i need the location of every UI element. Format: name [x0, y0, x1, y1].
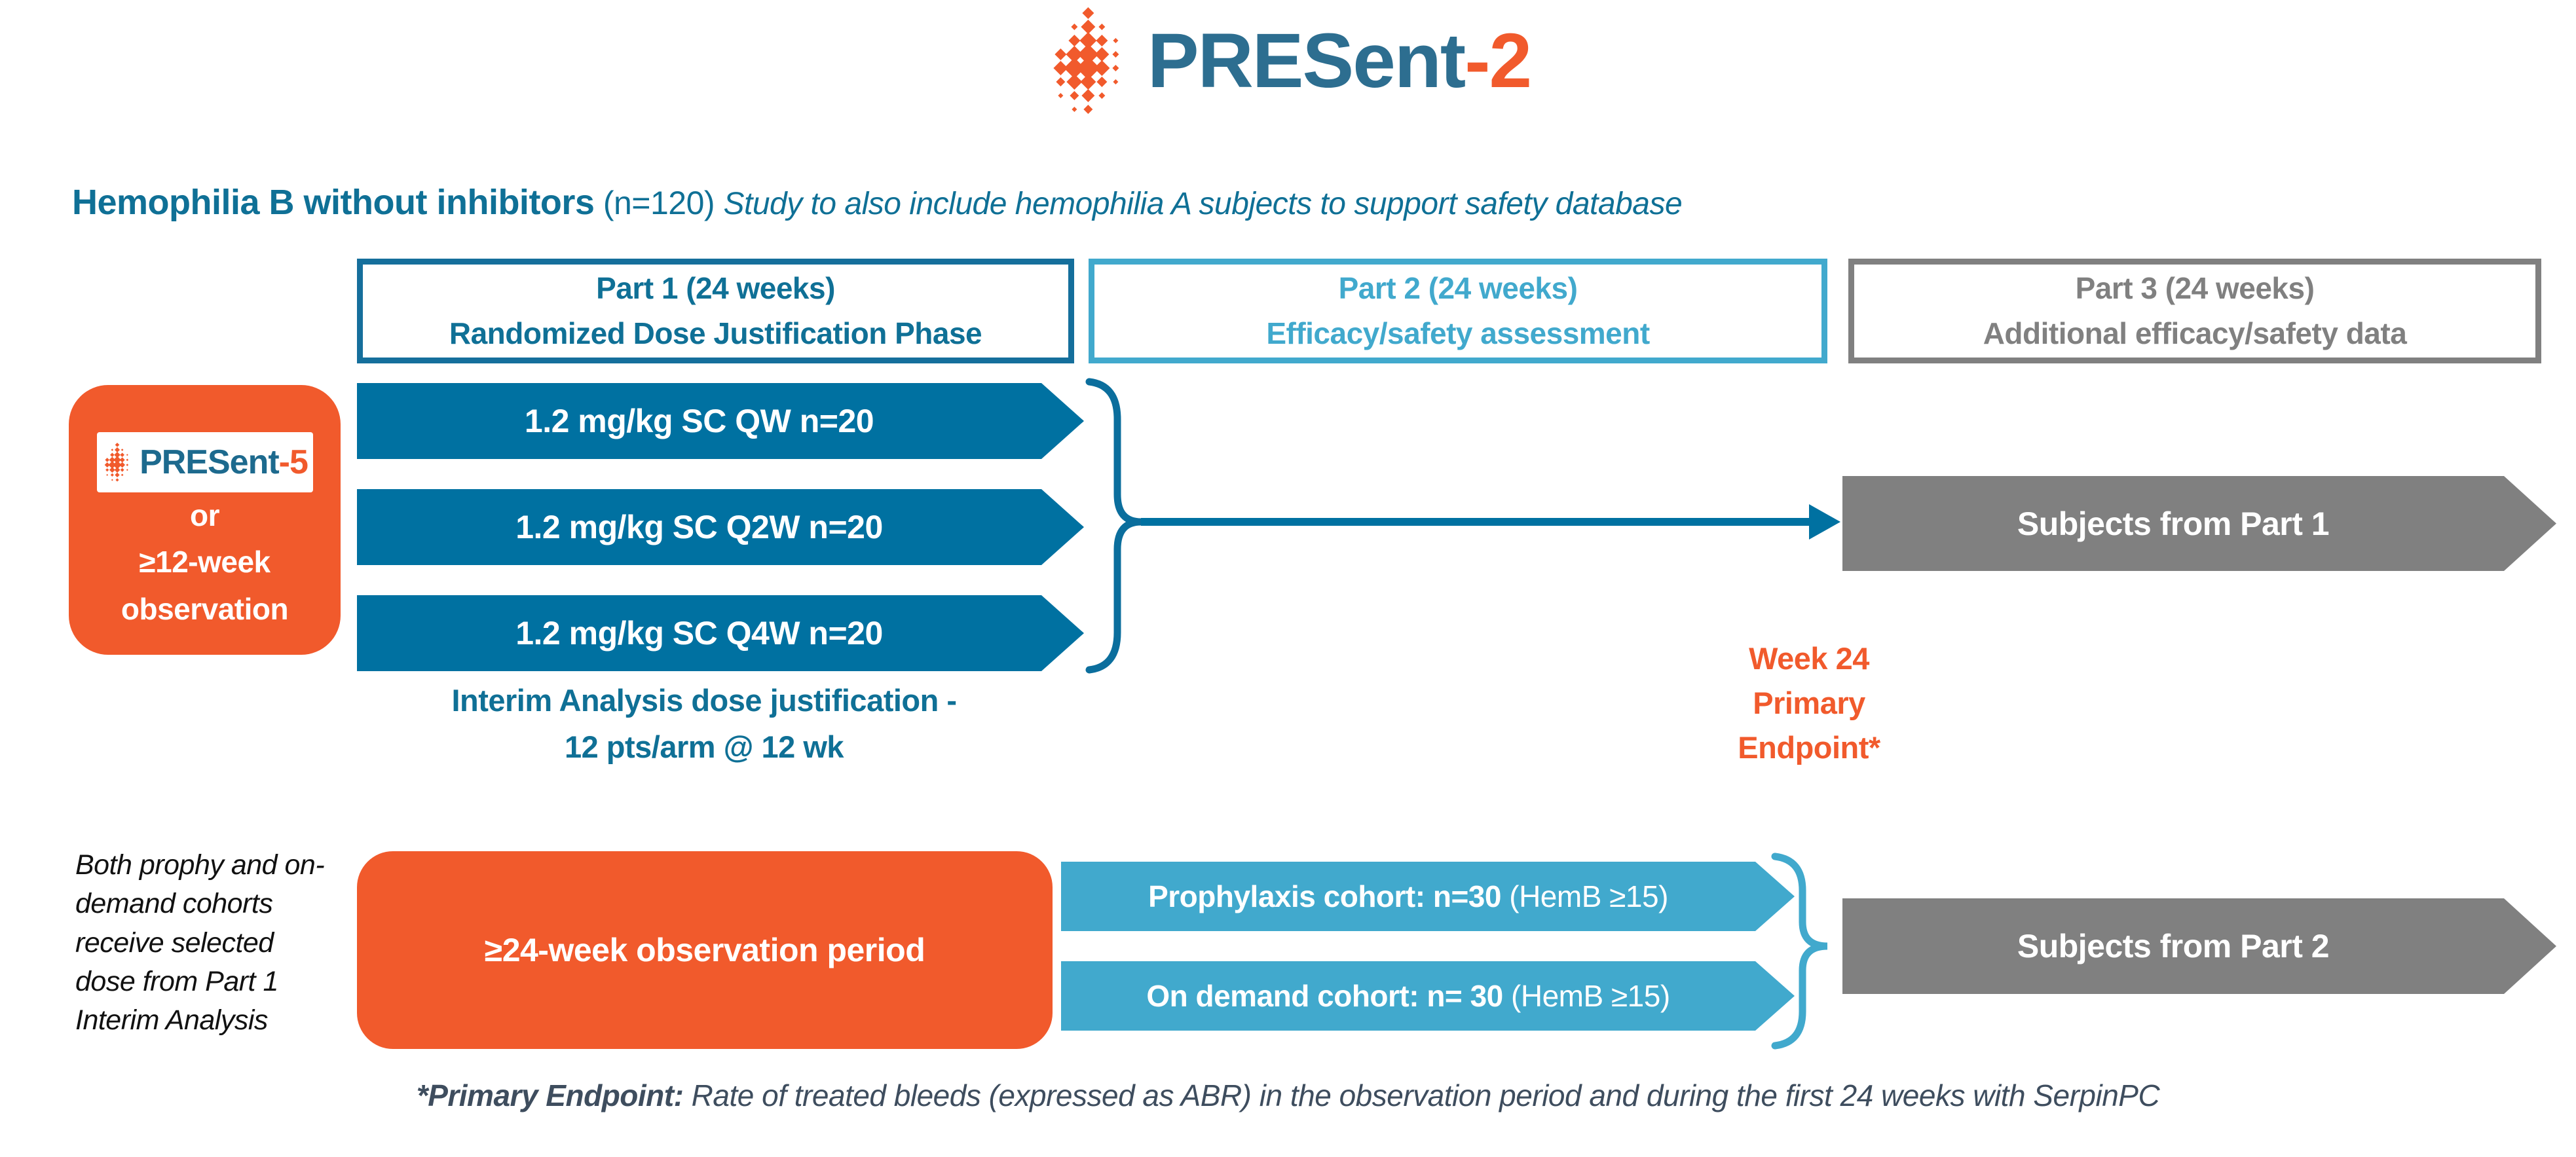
dose-arm-q2w-arrow: 1.2 mg/kg SC Q2W n=20	[357, 489, 1084, 565]
title-note: Study to also include hemophilia A subje…	[723, 187, 1683, 221]
cohort-dose-note-line: dose from Part 1	[75, 965, 278, 997]
prophylaxis-cohort-label: Prophylaxis cohort: n=30	[1148, 879, 1501, 913]
present5-logo: PRESent-5	[96, 432, 313, 492]
part3-subtitle: Additional efficacy/safety data	[1983, 316, 2407, 350]
week24-endpoint-note: Week 24 Primary Endpoint*	[1678, 636, 1940, 770]
on-demand-cohort-paren: (HemB ≥15)	[1503, 979, 1670, 1013]
cohort-dose-note: Both prophy and on- demand cohorts recei…	[75, 846, 364, 1040]
entry-line2: ≥12-week	[139, 545, 271, 579]
subjects-from-part1-arrow: Subjects from Part 1	[1842, 476, 2556, 571]
logo-suffix: -2	[1465, 18, 1532, 104]
subjects-from-part1-label: Subjects from Part 1	[2017, 505, 2330, 542]
subjects-from-part2-arrow: Subjects from Part 2	[1842, 898, 2556, 994]
prophylaxis-cohort-paren: (HemB ≥15)	[1501, 879, 1668, 913]
dose-arm-q4w-label: 1.2 mg/kg SC Q4W n=20	[515, 615, 883, 652]
present5-suffix: -5	[278, 443, 308, 481]
week24-line2: Primary	[1753, 686, 1865, 721]
logo-dots-icon	[104, 443, 129, 482]
entry-or: or	[190, 498, 220, 532]
subjects-from-part2-label: Subjects from Part 2	[2017, 928, 2330, 964]
footnote-lead: *Primary Endpoint:	[416, 1078, 684, 1112]
flow-arrowhead-icon	[1809, 504, 1840, 540]
interim-line1: Interim Analysis dose justification -	[451, 683, 957, 718]
logo-dots-icon	[1053, 7, 1119, 114]
page-title: Hemophilia B without inhibitors (n=120) …	[72, 182, 1683, 223]
prophylaxis-cohort-arrow: Prophylaxis cohort: n=30 (HemB ≥15)	[1061, 862, 1795, 931]
dose-arm-qw-label: 1.2 mg/kg SC QW n=20	[524, 403, 874, 439]
dose-arm-q2w-label: 1.2 mg/kg SC Q2W n=20	[515, 509, 883, 545]
footnote-text: Rate of treated bleeds (expressed as ABR…	[683, 1078, 2160, 1112]
logo-brand: PRESent	[1147, 18, 1466, 104]
part1-title: Part 1 (24 weeks)	[596, 271, 835, 305]
primary-endpoint-footnote: *Primary Endpoint: Rate of treated bleed…	[0, 1078, 2576, 1113]
part1-header-box: Part 1 (24 weeks) Randomized Dose Justif…	[357, 259, 1074, 363]
cohort-dose-note-line: Both prophy and on-	[75, 849, 325, 881]
present5-brand: PRESent	[140, 443, 280, 481]
part3-header-box: Part 3 (24 weeks) Additional efficacy/sa…	[1848, 259, 2541, 363]
interim-analysis-note: Interim Analysis dose justification - 12…	[341, 678, 1068, 770]
entry-criteria-box: PRESent-5 or ≥12-week observation	[69, 385, 341, 655]
part3-title: Part 3 (24 weeks)	[2075, 271, 2315, 305]
dose-arm-q4w-arrow: 1.2 mg/kg SC Q4W n=20	[357, 595, 1084, 671]
week24-line3: Endpoint*	[1738, 730, 1880, 765]
title-main: Hemophilia B without inhibitors	[72, 183, 595, 222]
interim-line2: 12 pts/arm @ 12 wk	[564, 729, 844, 764]
part2-header-box: Part 2 (24 weeks) Efficacy/safety assess…	[1089, 259, 1827, 363]
on-demand-cohort-label: On demand cohort: n= 30	[1146, 979, 1503, 1013]
on-demand-cohort-arrow: On demand cohort: n= 30 (HemB ≥15)	[1061, 961, 1795, 1031]
cohort-dose-note-line: demand cohorts	[75, 888, 273, 920]
part2-title: Part 2 (24 weeks)	[1338, 271, 1578, 305]
cohort-dose-note-line: Interim Analysis	[75, 1004, 268, 1037]
dose-arm-qw-arrow: 1.2 mg/kg SC QW n=20	[357, 383, 1084, 459]
part1-subtitle: Randomized Dose Justification Phase	[449, 316, 982, 350]
present5-wordmark: PRESent-5	[140, 436, 308, 489]
present2-logo: PRESent-2	[1045, 5, 1532, 117]
week24-line1: Week 24	[1749, 641, 1869, 676]
title-n: (n=120)	[594, 185, 724, 221]
part2-subtitle: Efficacy/safety assessment	[1266, 316, 1650, 350]
observation-period-box: ≥24-week observation period	[357, 851, 1053, 1049]
part1-brace	[1085, 378, 1142, 674]
observation-period-label: ≥24-week observation period	[484, 932, 925, 968]
entry-line3: observation	[121, 591, 289, 626]
logo-wordmark: PRESent-2	[1147, 16, 1532, 105]
part2-brace	[1771, 853, 1828, 1050]
cohort-dose-note-line: receive selected	[75, 927, 274, 959]
